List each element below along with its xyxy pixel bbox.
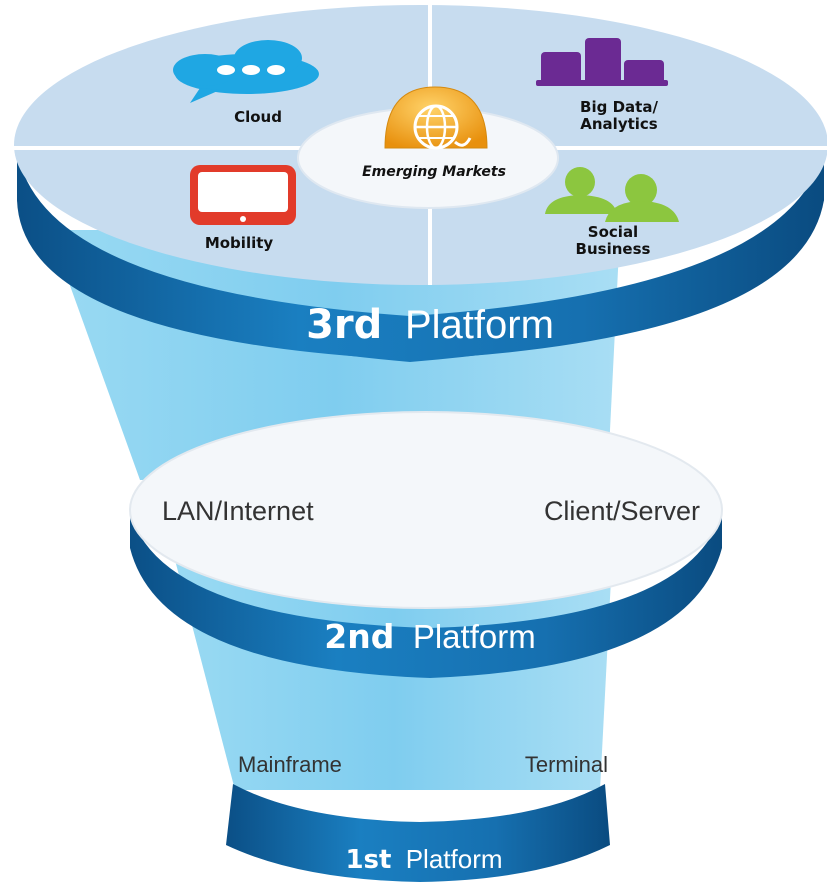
first-band-body xyxy=(226,784,610,882)
social-label-line1: Social xyxy=(588,223,638,241)
cloud-label: Cloud xyxy=(234,108,282,126)
first-platform-title: 1st Platform xyxy=(345,844,502,875)
first-platform-band xyxy=(226,784,610,882)
mainframe-label: Mainframe xyxy=(238,752,342,777)
tablet-icon xyxy=(190,165,296,225)
emerging-markets-label: Emerging Markets xyxy=(362,164,506,180)
second-platform-band xyxy=(129,411,723,678)
third-platform-number: 3rd xyxy=(306,302,382,348)
terminal-label: Terminal xyxy=(525,752,608,777)
social-label-line2: Business xyxy=(576,240,651,258)
mobility-label: Mobility xyxy=(205,234,274,252)
second-platform-disc xyxy=(129,411,723,609)
big-data-label-line1: Big Data/ xyxy=(580,98,658,116)
people-icon xyxy=(545,167,679,222)
second-platform-number: 2nd xyxy=(324,617,394,656)
first-platform-number: 1st xyxy=(345,845,391,875)
third-platform-band xyxy=(17,150,824,362)
big-data-label-line2: Analytics xyxy=(580,115,658,133)
second-band-body xyxy=(130,512,722,678)
third-band-body xyxy=(17,150,824,362)
third-platform-title: 3rd Platform xyxy=(306,302,554,348)
client-server-label: Client/Server xyxy=(544,496,700,526)
second-platform-title: 2nd Platform xyxy=(324,617,535,656)
lan-internet-label: LAN/Internet xyxy=(162,496,314,526)
second-platform-word: Platform xyxy=(413,618,536,655)
third-platform-word: Platform xyxy=(405,303,554,347)
bar-chart-icon xyxy=(536,38,668,86)
first-platform-word: Platform xyxy=(406,844,503,874)
speech-cloud-icon xyxy=(173,40,319,103)
globe-icon xyxy=(384,86,488,150)
